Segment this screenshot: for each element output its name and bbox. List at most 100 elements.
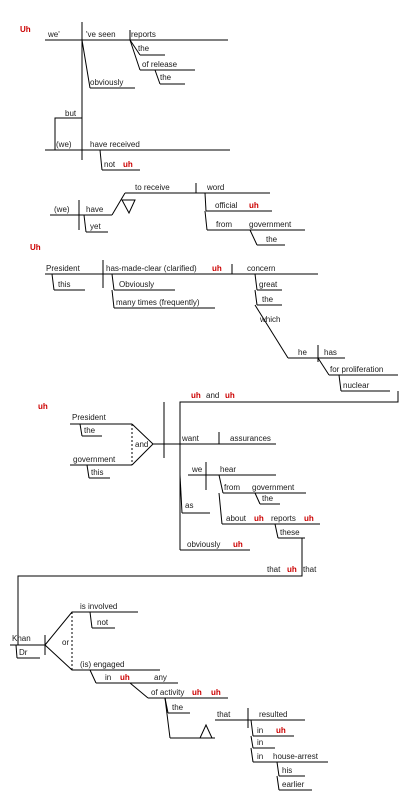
diagram-word: from — [224, 483, 240, 492]
filler-word: uh — [120, 673, 130, 682]
diagram-word: obviously — [90, 78, 123, 87]
diagram-word: have received — [90, 140, 140, 149]
filler-word: uh — [287, 565, 297, 574]
diagram-word: Dr — [19, 648, 28, 657]
conjunction-link — [54, 117, 82, 150]
diagram-word: about — [226, 514, 247, 523]
modifier-line — [276, 761, 280, 777]
filler-word: uh — [233, 540, 243, 549]
diagram-word: official — [215, 201, 238, 210]
modifier-line — [15, 644, 18, 659]
filler-word: uh — [225, 391, 235, 400]
diagram-word: assurances — [230, 434, 271, 443]
diagram-word: not — [104, 160, 116, 169]
diagram-word: have — [86, 205, 104, 214]
diagram-word: nuclear — [343, 381, 370, 390]
modifier-line — [111, 273, 115, 291]
diagram-word: government — [73, 455, 116, 464]
filler-word: uh — [123, 160, 133, 169]
modifier-line — [254, 492, 261, 505]
pedestal — [121, 199, 136, 215]
diagram-word: and — [206, 391, 219, 400]
diagram-word: the — [266, 235, 278, 244]
diagram-word: any — [154, 673, 167, 682]
diagram-word: which — [259, 315, 280, 324]
modifier-line — [154, 69, 161, 85]
diagram-word: earlier — [282, 780, 305, 789]
modifier-line — [89, 611, 93, 629]
modifier-line — [179, 474, 183, 514]
filler-word: uh — [211, 688, 221, 697]
diagram-word: has-made-clear (clarified) — [106, 264, 197, 273]
modifier-line — [249, 229, 258, 246]
diagram-word: of activity — [151, 688, 184, 697]
diagram-word: many times (frequently) — [116, 298, 200, 307]
diagram-word: (is) engaged — [80, 660, 124, 669]
diagram-word: Khan — [12, 634, 31, 643]
filler-word: uh — [254, 514, 264, 523]
diagram-word: of release — [142, 60, 178, 69]
modifier-line — [274, 523, 279, 539]
diagram-word: concern — [247, 264, 275, 273]
filler-word: uh — [304, 514, 314, 523]
diagram-word: to receive — [135, 183, 170, 192]
diagram-word: the — [84, 426, 96, 435]
diagram-word: the — [160, 73, 172, 82]
compound-predicate-bracket — [44, 611, 138, 646]
filler-word: uh — [212, 264, 222, 273]
diagram-word: and — [135, 440, 148, 449]
clause-link — [164, 697, 171, 739]
diagram-word: President — [46, 264, 81, 273]
modifier-line — [204, 192, 207, 212]
filler-word: Uh — [20, 25, 31, 34]
modifier-line — [81, 39, 91, 89]
modifier-line — [86, 464, 90, 479]
modifier-line — [254, 273, 258, 291]
diagram-word: he — [298, 348, 307, 357]
diagram-word: has — [324, 348, 337, 357]
modifier-line — [204, 210, 208, 231]
modifier-line — [276, 775, 280, 791]
diagram-word: or — [62, 638, 69, 647]
diagram-word: government — [249, 220, 292, 229]
diagram-word: these — [280, 528, 300, 537]
diagram-word: yet — [90, 222, 101, 231]
modifier-line — [250, 747, 254, 763]
modifier-line — [218, 474, 224, 494]
diagram-word: reports — [131, 30, 156, 39]
pedestal — [199, 723, 213, 739]
diagram-word: the — [262, 295, 274, 304]
diagram-word: resulted — [259, 710, 287, 719]
diagram-word: his — [282, 766, 292, 775]
diagram-word: as — [185, 501, 193, 510]
diagram-word: that — [267, 565, 281, 574]
modifier-line — [338, 374, 342, 392]
diagram-word: (we) — [56, 140, 72, 149]
modifier-line — [250, 719, 254, 737]
diagram-word: hear — [220, 465, 236, 474]
diagram-word: but — [65, 109, 77, 118]
diagram-word: great — [259, 280, 278, 289]
diagram-word: is involved — [80, 602, 117, 611]
modifier-line — [317, 357, 330, 376]
diagram-word: in — [105, 673, 111, 682]
modifier-line — [218, 492, 223, 525]
diagram-word: in — [257, 738, 263, 747]
modifier-line — [51, 273, 55, 291]
filler-word: uh — [191, 391, 201, 400]
diagram-word: from — [216, 220, 232, 229]
diagram-word: reports — [271, 514, 296, 523]
modifier-line — [79, 423, 83, 437]
modifier-line — [250, 735, 254, 749]
diagram-word: we' — [47, 30, 60, 39]
filler-word: Uh — [30, 243, 41, 252]
diagram-word: that — [303, 565, 317, 574]
diagram-word: want — [181, 434, 200, 443]
modifier-line — [89, 669, 97, 684]
modifier-line — [129, 39, 141, 71]
filler-word: uh — [249, 201, 259, 210]
modifier-line — [254, 289, 258, 306]
clause-link — [254, 304, 289, 359]
diagram-word: the — [138, 44, 150, 53]
